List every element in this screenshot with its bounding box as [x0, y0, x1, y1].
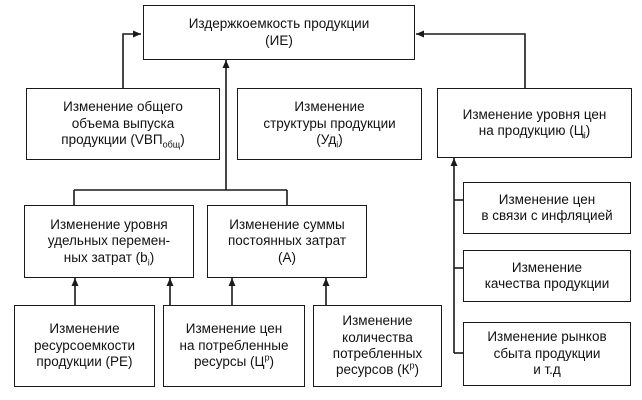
vbp-line3: продукции (VBПобщ)	[61, 132, 185, 150]
quantity-line1: Изменение	[342, 313, 413, 329]
arrow-vbp-to-root	[122, 30, 141, 88]
box-inflation-price-change: Изменение цен в связи с инфляцией	[463, 182, 631, 234]
variable-line3: ных затрат (bi)	[63, 249, 155, 268]
price-level-line1: Изменение уровня цен	[462, 106, 607, 122]
structure-line2: структуры продукции	[263, 115, 396, 131]
box-resource-intensity-change: Изменение ресурсоемкости продукции (РЕ)	[14, 305, 155, 387]
box-resource-quantity-change: Изменение количества потребленных ресурс…	[313, 305, 442, 387]
box-fixed-costs-change: Изменение суммы постоянных затрат (А)	[207, 205, 367, 278]
fixed-line1: Изменение суммы	[229, 216, 345, 232]
fixed-line2: постоянных затрат	[227, 233, 347, 249]
price-level-line2: на продукцию (Цi)	[478, 123, 591, 141]
box-price-level-change: Изменение уровня цен на продукцию (Цi)	[437, 88, 632, 158]
arrow-price-to-root	[416, 30, 526, 88]
box-resource-prices-change: Изменение цен на потребленные ресурсы (Ц…	[163, 305, 305, 387]
resource-prices-line2: на потребленные	[179, 337, 289, 353]
resource-prices-line1: Изменение цен	[185, 321, 283, 337]
quality-line2: качества продукции	[484, 276, 610, 291]
intensity-line3: продукции (РЕ)	[36, 354, 133, 370]
structure-line3: (Удi)	[316, 132, 343, 150]
quantity-line2: количества	[342, 329, 413, 345]
quality-line1: Изменение	[511, 259, 583, 275]
box-sales-markets-change: Изменение рынков сбыта продукции и т.д	[463, 322, 631, 386]
root-box-cost-intensity: Издержкоемкость продукции (ИЕ)	[143, 5, 415, 60]
quantity-line3: потребленных	[332, 346, 423, 361]
resource-prices-line3: ресурсы (Цр)	[193, 352, 275, 370]
vbp-line2: объема выпуска	[71, 115, 175, 131]
vbp-line1: Изменение общего	[63, 99, 183, 115]
box-product-structure-change: Изменение структуры продукции (Удi)	[237, 88, 422, 160]
variable-line2: удельных перемен-	[47, 233, 171, 249]
fixed-line3: (А)	[278, 249, 296, 265]
markets-line2: сбыта продукции	[493, 345, 601, 361]
intensity-line1: Изменение	[49, 321, 120, 337]
quantity-line4: ресурсов (Кр)	[335, 360, 420, 378]
structure-line1: Изменение	[294, 99, 365, 115]
box-quality-change: Изменение качества продукции	[463, 250, 631, 302]
inflation-line1: Изменение цен	[498, 191, 596, 207]
box-variable-costs-change: Изменение уровня удельных перемен- ных з…	[24, 205, 194, 278]
markets-line1: Изменение рынков	[487, 329, 607, 345]
root-label-line1: Издержкоемкость продукции	[188, 16, 370, 32]
inflation-line2: в связи с инфляцией	[481, 208, 613, 223]
root-label-line2: (ИЕ)	[265, 32, 293, 48]
markets-line3: и т.д	[533, 362, 561, 378]
box-total-output-change: Изменение общего объема выпуска продукци…	[26, 88, 220, 160]
variable-line1: Изменение уровня	[50, 216, 168, 232]
intensity-line2: ресурсоемкости	[33, 337, 136, 353]
